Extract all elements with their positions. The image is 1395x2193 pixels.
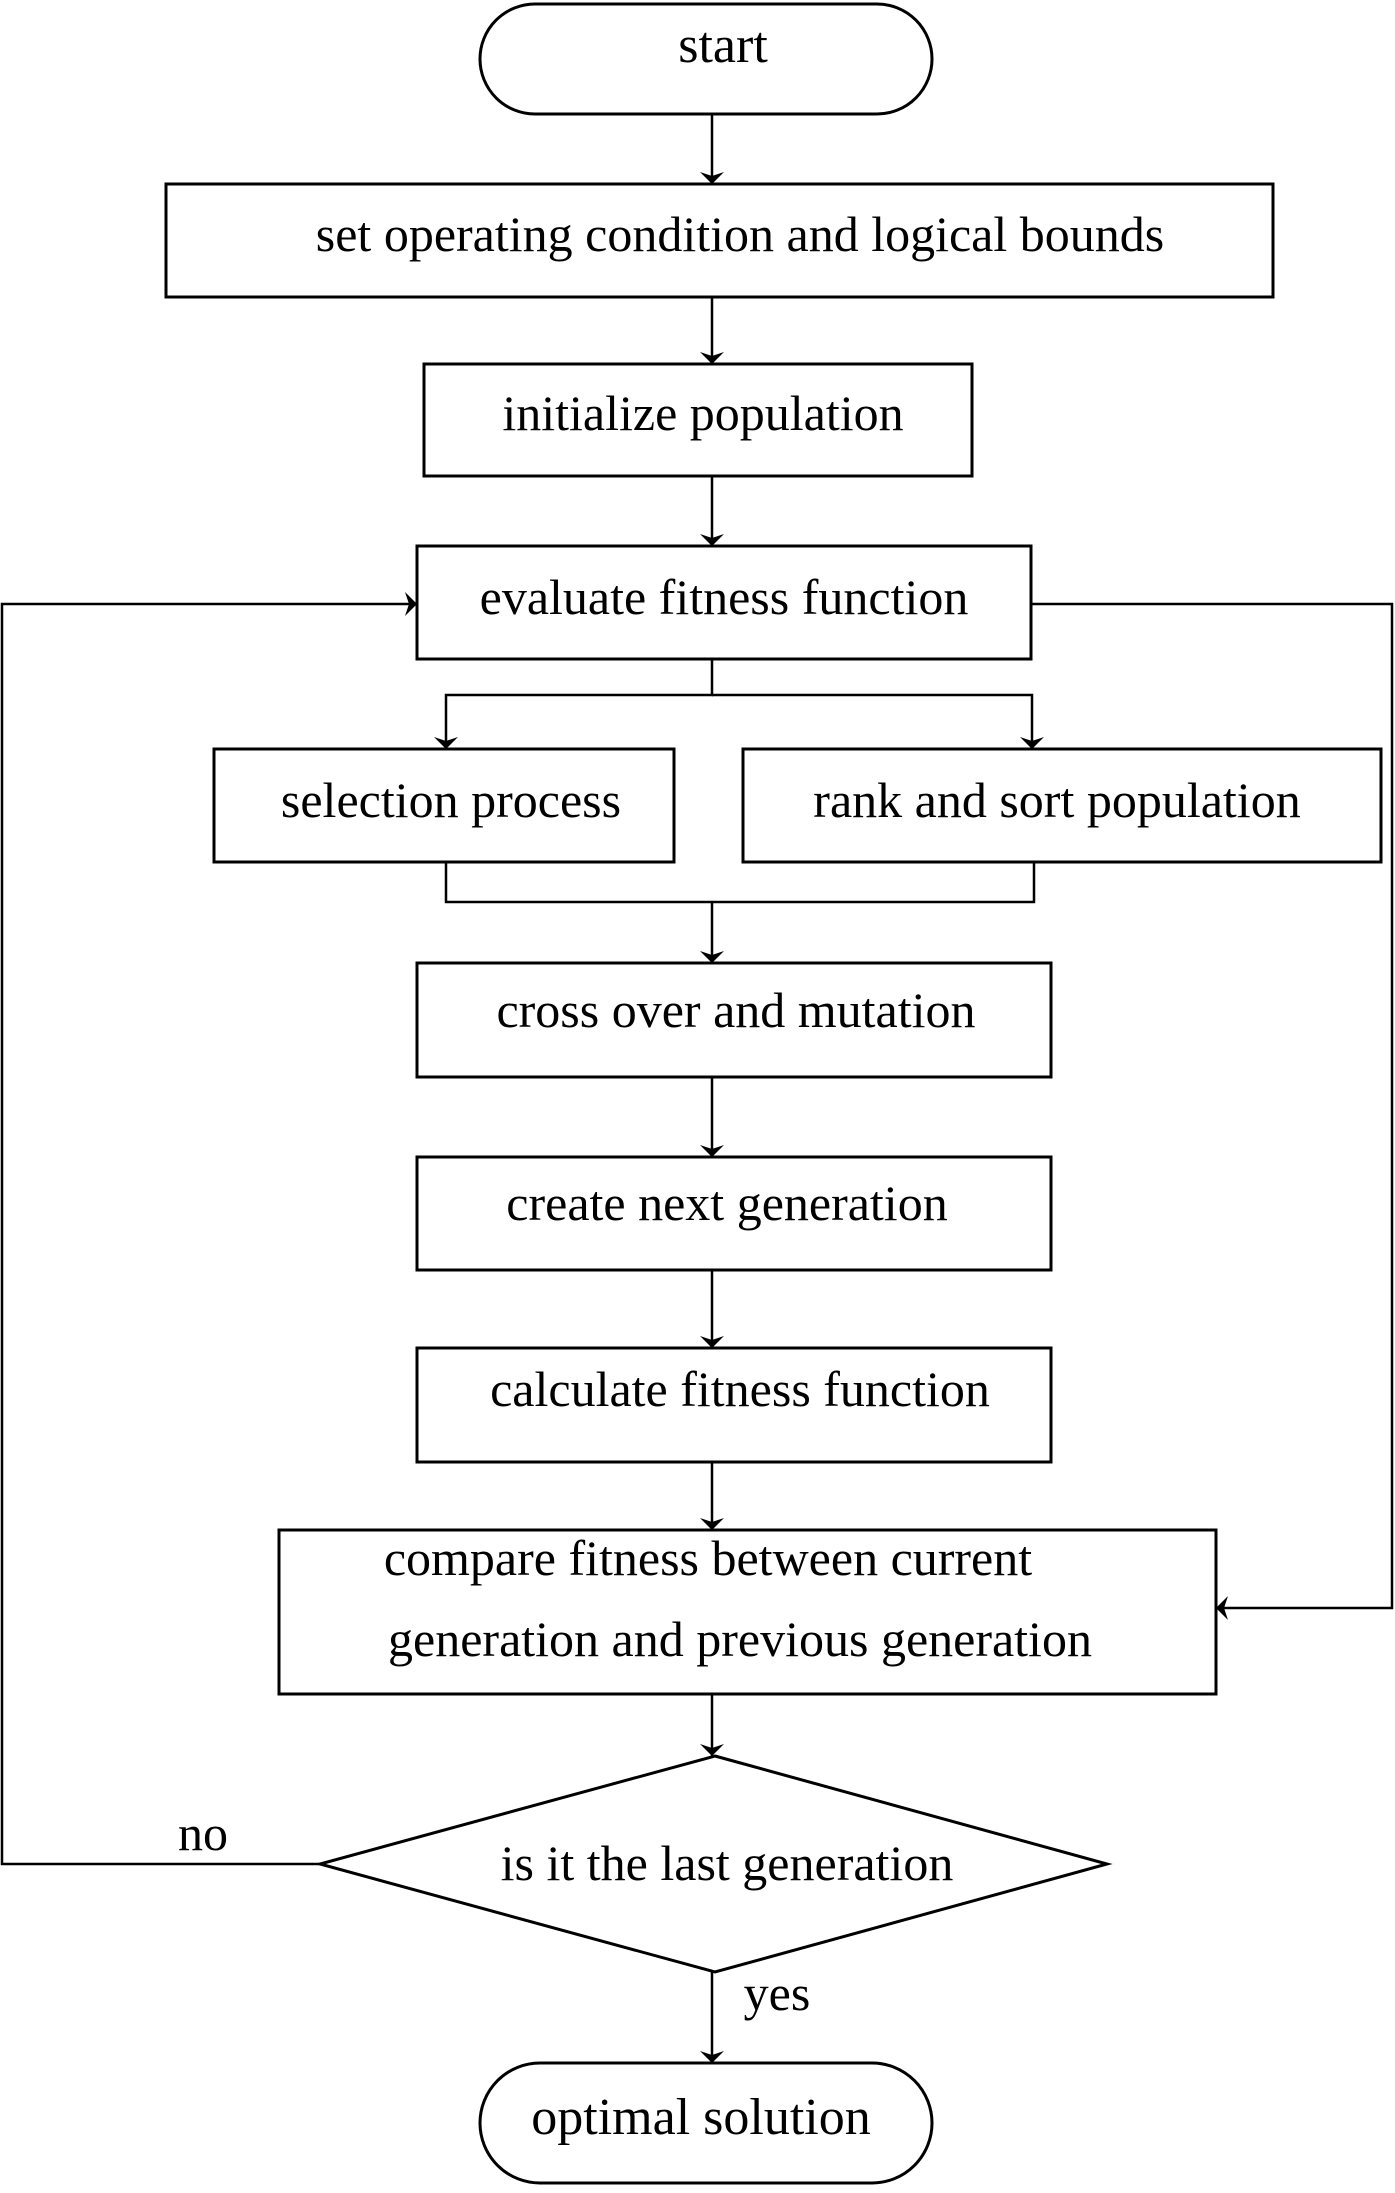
- evaluate-node: evaluate fitness function: [415, 544, 1033, 661]
- arrow-evaluate-to-compare: [1031, 602, 1394, 1620]
- next-generation-node: create next generation: [415, 1155, 1053, 1272]
- set-bounds-node-label: set operating condition and logical boun…: [316, 206, 1164, 262]
- crossover-node: cross over and mutation: [415, 961, 1053, 1079]
- decision-node-label: is it the last generation: [501, 1835, 954, 1891]
- arrow-no-loop: [0, 592, 417, 1866]
- set-bounds-node: set operating condition and logical boun…: [164, 182, 1275, 299]
- compare-node-label-line2: generation and previous generation: [388, 1611, 1092, 1667]
- rank-sort-node-label: rank and sort population: [813, 772, 1300, 828]
- calculate-fitness-node-label: calculate fitness function: [490, 1361, 990, 1417]
- start-node-label: start: [678, 17, 768, 74]
- init-population-node: initialize population: [422, 362, 974, 478]
- evaluate-node-label: evaluate fitness function: [480, 569, 969, 625]
- end-node: optimal solution: [478, 2061, 934, 2185]
- crossover-node-label: cross over and mutation: [496, 982, 975, 1038]
- end-node-label: optimal solution: [531, 2089, 870, 2146]
- selection-node: selection process: [212, 747, 676, 864]
- compare-node-label-line1: compare fitness between current: [384, 1530, 1032, 1586]
- start-node: start: [478, 2, 934, 116]
- no-branch-label: no: [178, 1805, 228, 1861]
- calculate-fitness-node: calculate fitness function: [415, 1346, 1053, 1464]
- yes-branch-label: yes: [744, 1965, 811, 2021]
- rank-sort-node: rank and sort population: [741, 747, 1383, 864]
- split-connector: [434, 659, 714, 749]
- selection-node-label: selection process: [281, 772, 621, 828]
- next-generation-node-label: create next generation: [506, 1175, 947, 1231]
- decision-node: is it the last generation: [314, 1754, 1113, 1974]
- split-connector-right: [712, 693, 1044, 749]
- merge-connector: [444, 862, 1036, 904]
- init-population-node-label: initialize population: [502, 385, 903, 441]
- compare-node: compare fitness between current generati…: [277, 1528, 1218, 1696]
